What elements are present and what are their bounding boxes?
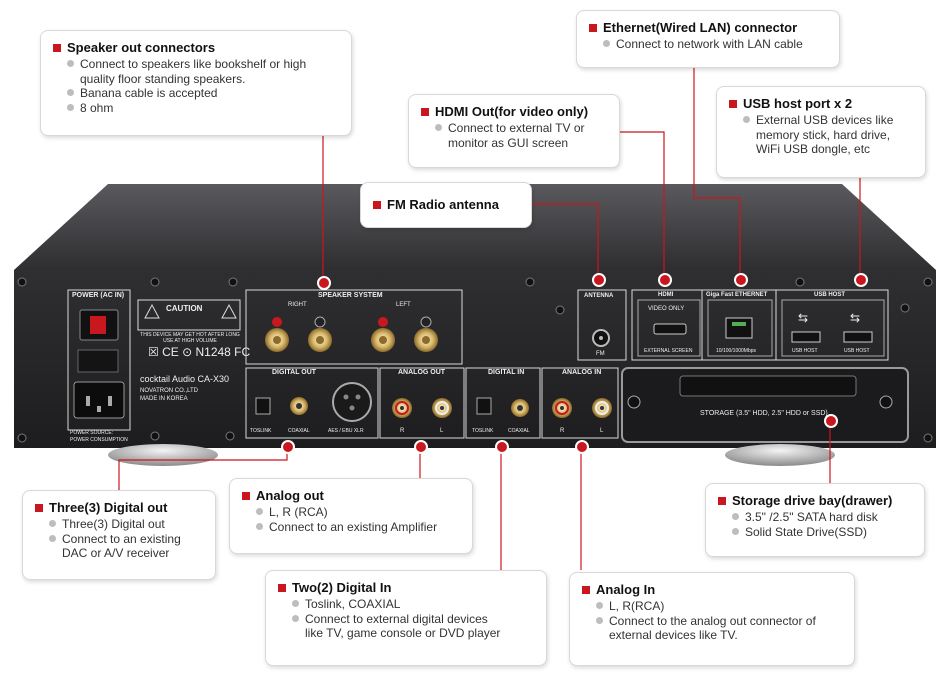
svg-text:☒ CE ⊙ N1248 FC: ☒ CE ⊙ N1248 FC — [148, 345, 251, 359]
callout-usb: USB host port x 2 External USB devices l… — [716, 86, 926, 178]
callout-item: L, R(RCA) — [596, 599, 842, 614]
bullet-square-icon — [373, 200, 381, 209]
callout-list: Toslink, COAXIAL Connect to external dig… — [278, 597, 534, 641]
callout-list: Three(3) Digital out Connect to an exist… — [35, 517, 203, 561]
digital-out-marker — [281, 440, 295, 454]
callout-title: FM Radio antenna — [387, 197, 499, 212]
callout-item: Connect to the analog out connector of e… — [596, 614, 842, 643]
callout-digital-in: Two(2) Digital In Toslink, COAXIAL Conne… — [265, 570, 547, 666]
digital-in-marker — [495, 440, 509, 454]
callout-list: L, R (RCA) Connect to an existing Amplif… — [242, 505, 460, 534]
callout-ethernet: Ethernet(Wired LAN) connector Connect to… — [576, 10, 840, 68]
callout-title: Ethernet(Wired LAN) connector — [603, 20, 798, 35]
callout-item: 8 ohm — [67, 101, 339, 116]
antenna-marker — [592, 273, 606, 287]
callout-item: Banana cable is accepted — [67, 86, 339, 101]
callout-title: USB host port x 2 — [743, 96, 853, 111]
right-foot — [725, 444, 835, 466]
analog-out-marker — [414, 440, 428, 454]
callout-title: Two(2) Digital In — [292, 580, 392, 595]
callout-list: Connect to external TV or monitor as GUI… — [421, 121, 607, 150]
speaker-marker — [317, 276, 331, 290]
callout-item: Connect to external digital devices like… — [292, 612, 534, 641]
callout-digital-out: Three(3) Digital out Three(3) Digital ou… — [22, 490, 216, 580]
callout-item: Three(3) Digital out — [49, 517, 203, 532]
bullet-square-icon — [278, 583, 286, 592]
bullet-square-icon — [718, 496, 726, 505]
bullet-square-icon — [421, 107, 429, 116]
bullet-square-icon — [53, 43, 61, 52]
callout-title: Analog out — [256, 488, 324, 503]
callout-item: L, R (RCA) — [256, 505, 460, 520]
callout-item: Solid State Drive(SSD) — [732, 525, 912, 540]
callout-item: Connect to network with LAN cable — [603, 37, 827, 52]
bullet-square-icon — [589, 23, 597, 32]
analog-in-marker — [575, 440, 589, 454]
callout-title: Speaker out connectors — [67, 40, 216, 55]
bullet-square-icon — [242, 491, 250, 500]
callout-title: Three(3) Digital out — [49, 500, 168, 515]
bullet-square-icon — [582, 585, 590, 594]
callout-item: Connect to external TV or monitor as GUI… — [435, 121, 607, 150]
svg-text:⇆: ⇆ — [850, 311, 860, 325]
callout-item: 3.5" /2.5" SATA hard disk — [732, 510, 912, 525]
callout-list: External USB devices like memory stick, … — [729, 113, 913, 157]
callout-list: L, R(RCA) Connect to the analog out conn… — [582, 599, 842, 643]
usb-marker — [854, 273, 868, 287]
callout-item: Connect to speakers like bookshelf or hi… — [67, 57, 339, 86]
callout-hdmi: HDMI Out(for video only) Connect to exte… — [408, 94, 620, 168]
ethernet-marker — [734, 273, 748, 287]
svg-text:⇆: ⇆ — [798, 311, 808, 325]
callout-analog-out: Analog out L, R (RCA) Connect to an exis… — [229, 478, 473, 554]
callout-fm: FM Radio antenna — [360, 182, 532, 228]
storage-marker — [824, 414, 838, 428]
hdmi-marker — [658, 273, 672, 287]
callout-item: Toslink, COAXIAL — [292, 597, 534, 612]
callout-title: Analog In — [596, 582, 656, 597]
callout-item: External USB devices like memory stick, … — [743, 113, 913, 157]
callout-storage: Storage drive bay(drawer) 3.5" /2.5" SAT… — [705, 483, 925, 557]
callout-item: Connect to an existing DAC or A/V receiv… — [49, 532, 203, 561]
bullet-square-icon — [35, 503, 43, 512]
callout-list: 3.5" /2.5" SATA hard disk Solid State Dr… — [718, 510, 912, 539]
callout-title: Storage drive bay(drawer) — [732, 493, 893, 508]
callout-speaker-out: Speaker out connectors Connect to speake… — [40, 30, 352, 136]
bullet-square-icon — [729, 99, 737, 108]
callout-item: Connect to an existing Amplifier — [256, 520, 460, 535]
callout-title: HDMI Out(for video only) — [435, 104, 589, 119]
callout-analog-in: Analog In L, R(RCA) Connect to the analo… — [569, 572, 855, 666]
callout-list: Connect to speakers like bookshelf or hi… — [53, 57, 339, 115]
callout-list: Connect to network with LAN cable — [589, 37, 827, 52]
